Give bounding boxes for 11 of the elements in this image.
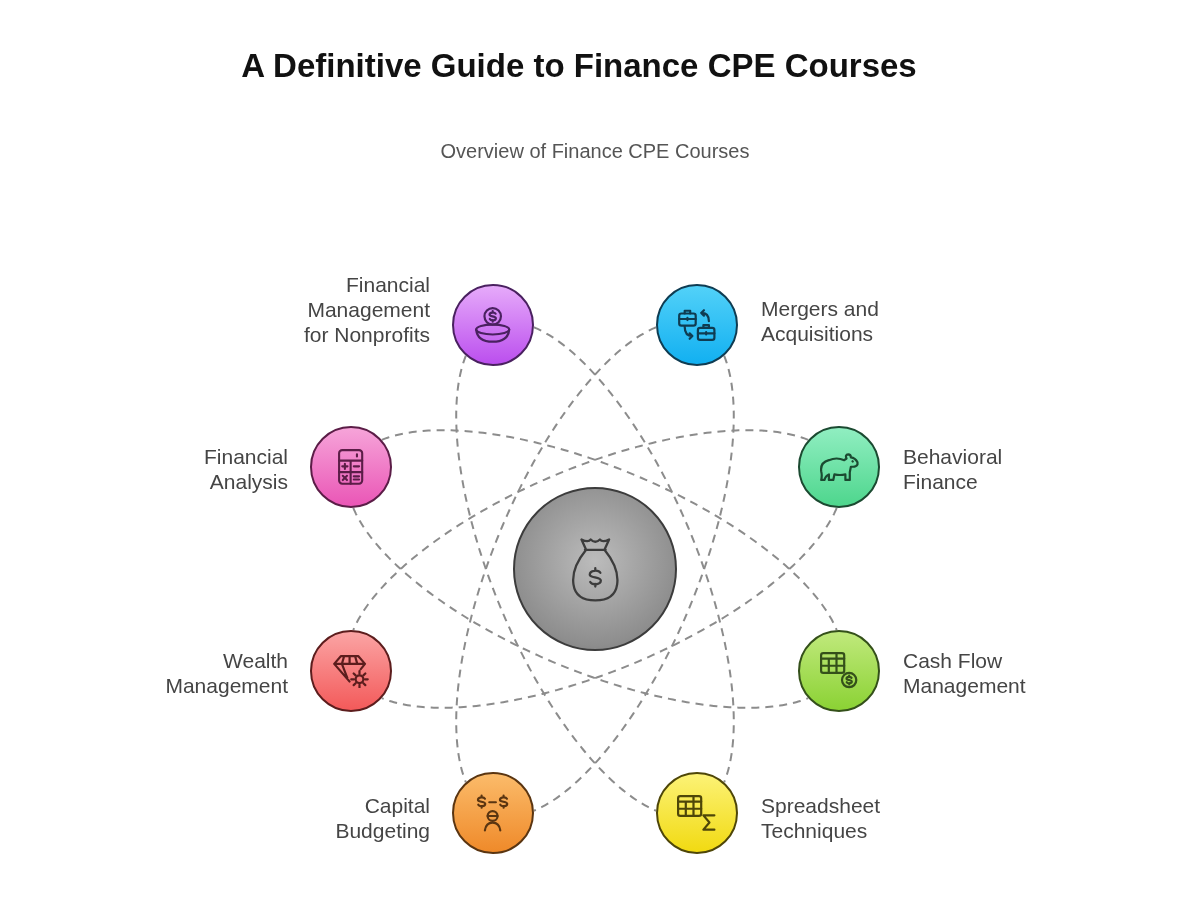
central-circle bbox=[513, 487, 677, 651]
course-label: Mergers and Acquisitions bbox=[761, 296, 880, 346]
course-label: Spreadsheet Techniques bbox=[761, 793, 882, 843]
course-label: Behavioral Finance bbox=[903, 444, 1004, 494]
course-label: Cash Flow Management bbox=[903, 648, 1027, 698]
title: A Definitive Guide to Finance CPE Courses bbox=[241, 46, 917, 86]
course-label: Wealth Management bbox=[164, 648, 288, 698]
subtitle: Overview of Finance CPE Courses bbox=[440, 139, 750, 163]
course-label: Financial Management for Nonprofits bbox=[302, 271, 430, 347]
course-label: Financial Analysis bbox=[202, 444, 288, 494]
course-label: Capital Budgeting bbox=[334, 793, 430, 843]
